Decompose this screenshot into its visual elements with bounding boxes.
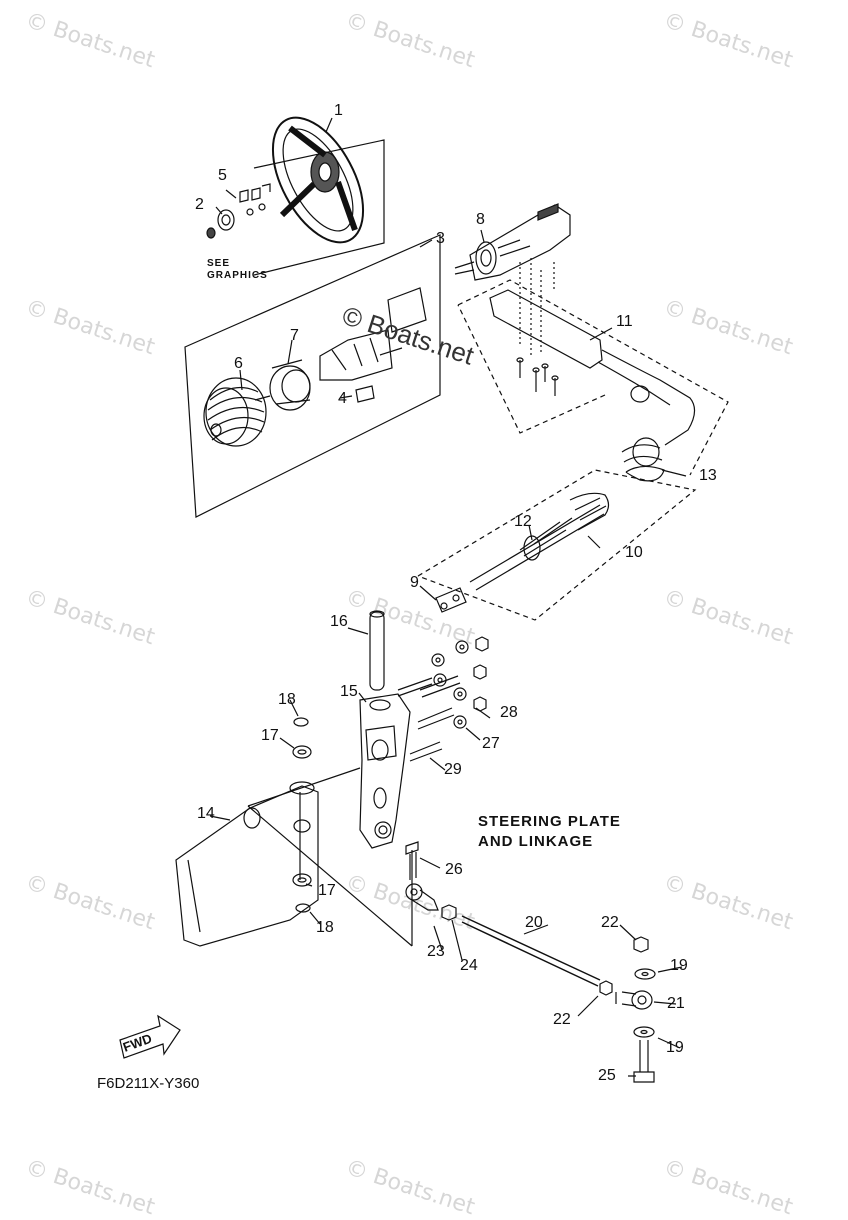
callout-5: 5 <box>218 167 227 184</box>
callout-19a: 19 <box>670 957 688 974</box>
callout-2: 2 <box>195 196 204 213</box>
diagram-code: F6D211X-Y360 <box>97 1075 200 1092</box>
callout-14: 14 <box>197 805 215 822</box>
callout-18b: 18 <box>316 919 334 936</box>
callout-24: 24 <box>460 957 478 974</box>
callout-23: 23 <box>427 943 445 960</box>
callout-7: 7 <box>290 327 299 344</box>
diagram-title: STEERING PLATE AND LINKAGE <box>478 812 621 852</box>
callout-6: 6 <box>234 355 243 372</box>
helm-unit <box>454 203 571 281</box>
callout-13: 13 <box>699 467 717 484</box>
steering-plate <box>175 781 319 947</box>
callout-11: 11 <box>616 313 633 330</box>
callout-3: 3 <box>436 230 445 247</box>
callout-25: 25 <box>598 1067 616 1084</box>
callout-22a: 22 <box>601 914 619 931</box>
callout-16: 16 <box>330 613 348 630</box>
callout-12: 12 <box>514 513 532 530</box>
callout-26: 26 <box>445 861 463 878</box>
steering-wheel <box>271 116 365 244</box>
callout-9: 9 <box>410 574 419 591</box>
title-line2: AND LINKAGE <box>478 833 594 850</box>
callout-8: 8 <box>476 211 485 228</box>
callout-15: 15 <box>340 683 358 700</box>
callout-10: 10 <box>625 544 643 561</box>
title-line1: STEERING PLATE <box>478 813 621 830</box>
callout-17b: 17 <box>318 882 336 899</box>
callout-4: 4 <box>338 390 347 407</box>
callout-17a: 17 <box>261 727 279 744</box>
steering-bracket <box>359 693 411 849</box>
callout-29: 29 <box>444 761 462 778</box>
helm-drum <box>203 377 267 447</box>
callout-20: 20 <box>525 914 543 931</box>
see-graphics-line1: SEE <box>207 258 231 269</box>
callout-28: 28 <box>500 704 518 721</box>
callout-1: 1 <box>334 102 343 119</box>
callout-19b: 19 <box>666 1039 684 1056</box>
callout-22b: 22 <box>553 1011 571 1028</box>
fwd-arrow <box>119 1014 181 1059</box>
callout-27: 27 <box>482 735 500 752</box>
see-graphics-line2: GRAPHICS <box>207 270 268 281</box>
callout-21: 21 <box>667 995 685 1012</box>
callout-18a: 18 <box>278 691 296 708</box>
see-graphics-note: SEE GRAPHICS <box>207 258 268 282</box>
